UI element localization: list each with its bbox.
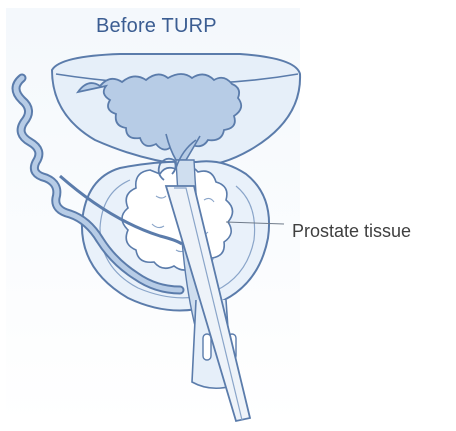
prostate-tissue-label: Prostate tissue — [292, 221, 411, 242]
sphincter-left — [203, 334, 211, 360]
diagram-title: Before TURP — [96, 15, 217, 38]
